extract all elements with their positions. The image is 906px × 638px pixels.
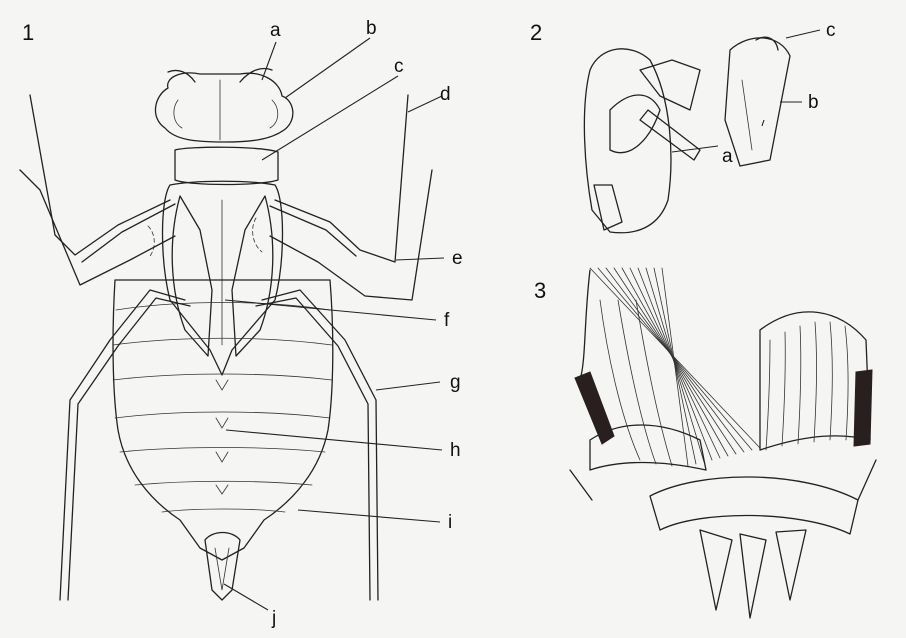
abdominal-midline-marks <box>216 380 228 494</box>
abdominal-segment-6 <box>135 481 312 485</box>
abdominal-segment-7 <box>162 509 285 512</box>
mask-inner-fold <box>610 95 660 153</box>
panel-1-leaders <box>224 38 444 610</box>
mask-hinge <box>640 60 700 110</box>
leader-1j <box>224 584 268 610</box>
leader-1h <box>226 430 442 450</box>
antenna-right <box>240 69 272 83</box>
abdomen <box>113 280 333 560</box>
panel-1: 1 <box>20 18 463 629</box>
panel-1-labels: a b c d e f g h i j <box>270 18 463 629</box>
panel-number-3: 3 <box>534 278 546 303</box>
label-2b: b <box>808 92 819 113</box>
leader-2c <box>786 30 820 38</box>
abdominal-segment-4 <box>115 412 330 418</box>
label-1a: a <box>270 20 281 41</box>
label-1e: e <box>452 248 463 269</box>
abdominal-segment-2 <box>113 338 332 345</box>
muscle-dark-left <box>575 372 614 444</box>
panel-number-2: 2 <box>530 20 542 45</box>
labial-palp-inner <box>742 80 752 150</box>
leader-1b <box>285 38 370 98</box>
anal-valve-right <box>776 530 806 600</box>
midleg-left <box>20 170 175 285</box>
prothorax <box>175 147 278 184</box>
head <box>155 73 292 142</box>
compound-eye-right <box>270 100 278 128</box>
foreleg-right <box>275 95 408 262</box>
label-1d: d <box>440 84 451 105</box>
thorax-dashed-left <box>253 218 262 252</box>
leader-1e <box>396 258 444 260</box>
anal-valve-left <box>700 530 732 610</box>
legs <box>20 95 432 600</box>
compound-eye-left <box>174 100 182 128</box>
wing-pad-left <box>172 196 212 356</box>
panel-3-outline-left <box>580 270 590 380</box>
mask-body <box>584 49 671 233</box>
muscle-fibres <box>590 268 760 466</box>
mask-basal-segment <box>594 185 622 230</box>
abdomen-outline <box>113 280 333 560</box>
abdominal-segment-5 <box>120 448 325 453</box>
labial-hook <box>756 37 778 50</box>
label-2c: c <box>826 20 836 41</box>
label-1g: g <box>450 372 461 393</box>
label-1h: h <box>450 440 461 461</box>
panel-3-outline-right-lower <box>858 460 876 500</box>
anal-pyramid-detail <box>215 548 229 590</box>
label-2a: a <box>722 146 733 167</box>
panel-number-1: 1 <box>22 20 34 45</box>
label-1i: i <box>448 512 452 533</box>
wing-pad-right <box>232 196 273 356</box>
foreleg-left-inner <box>82 204 175 262</box>
label-1f: f <box>444 310 450 331</box>
hindleg-right-inner <box>256 298 370 600</box>
panel-3: 3 <box>534 268 876 618</box>
label-1b: b <box>366 18 377 39</box>
gill-lamellae <box>766 322 848 450</box>
thorax <box>163 181 283 375</box>
antenna-left <box>168 70 195 82</box>
leader-1a <box>262 42 276 80</box>
leader-1f <box>225 300 436 320</box>
leader-1d <box>408 96 442 112</box>
anal-valve-centre <box>740 534 766 618</box>
thorax-dashed-right <box>148 226 154 256</box>
hindleg-right <box>262 290 378 600</box>
hindleg-left <box>60 290 185 600</box>
leader-2a <box>762 120 764 126</box>
panel-2: 2 a b c <box>530 20 836 233</box>
leader-1g <box>376 382 440 390</box>
label-1c: c <box>394 56 404 77</box>
rectal-ring <box>650 477 858 534</box>
leader-1c <box>262 76 398 160</box>
panel-3-outline-left-lower <box>570 470 592 500</box>
foreleg-left <box>30 95 170 255</box>
label-1j: j <box>271 608 276 629</box>
